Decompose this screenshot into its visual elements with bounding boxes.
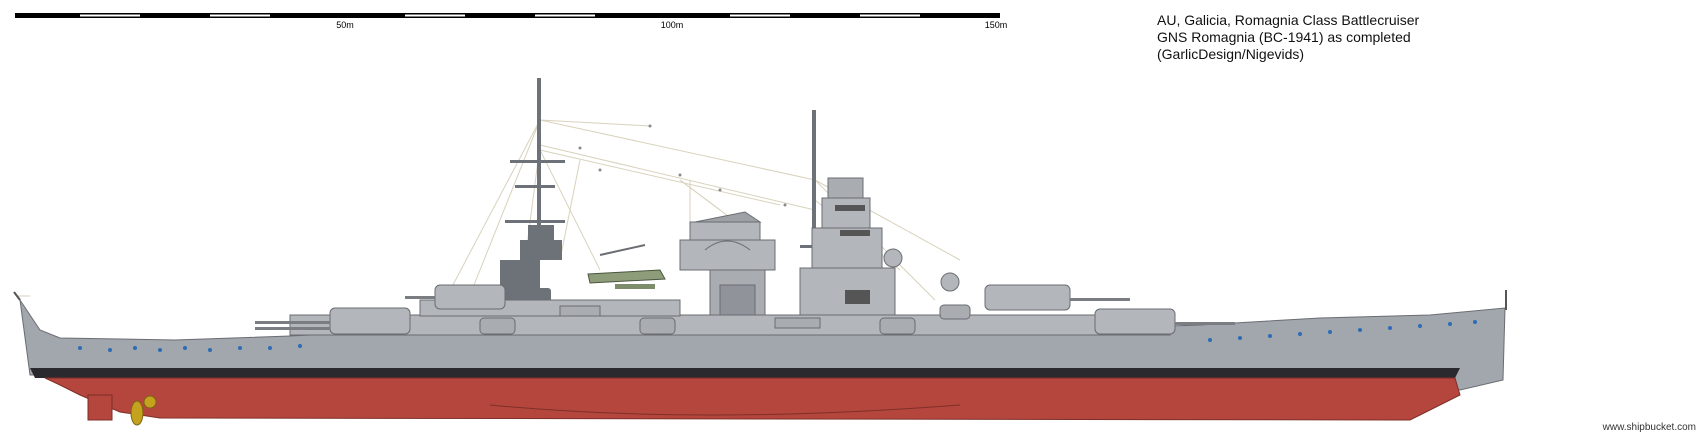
turret-aft-upper — [405, 284, 506, 310]
seaplane — [587, 244, 666, 289]
stern-flagstaff — [13, 291, 21, 301]
hull-boot-top — [30, 368, 1460, 378]
scale-label-50m: 50m — [336, 20, 354, 30]
scale-bar-graphic — [15, 13, 1000, 18]
shipbucket-credit: www.shipbucket.com — [1602, 422, 1696, 433]
turret-fore-lower — [1094, 308, 1235, 335]
rigging-insulators — [578, 124, 787, 207]
main-deckhouse — [289, 314, 1171, 336]
propeller — [130, 395, 157, 426]
forward-tower — [799, 177, 960, 327]
bilge-keel — [489, 404, 961, 416]
funnel — [679, 211, 776, 327]
scale-bar: 50m 100m 150m — [0, 0, 1010, 40]
caption-ship-class: AU, Galicia, Romagnia Class Battlecruise… — [1157, 12, 1420, 28]
caption-authors: (GarlicDesign/Nigevids) — [1157, 46, 1305, 62]
turret-aft-lower — [255, 307, 411, 335]
turret-fore-upper — [984, 284, 1130, 311]
secondary-turrets — [479, 304, 971, 335]
caption-ship-name: GNS Romagnia (BC-1941) as completed — [1157, 29, 1411, 45]
rudder — [87, 394, 113, 421]
scale-label-150m: 150m — [984, 20, 1008, 30]
jack-staff — [1505, 290, 1507, 310]
portholes — [78, 320, 1477, 352]
foremast — [500, 78, 565, 318]
scale-label-100m: 100m — [660, 20, 684, 30]
hull-antifouling — [44, 377, 1461, 421]
drawing-caption: AU, Galicia, Romagnia Class Battlecruise… — [1157, 12, 1419, 63]
